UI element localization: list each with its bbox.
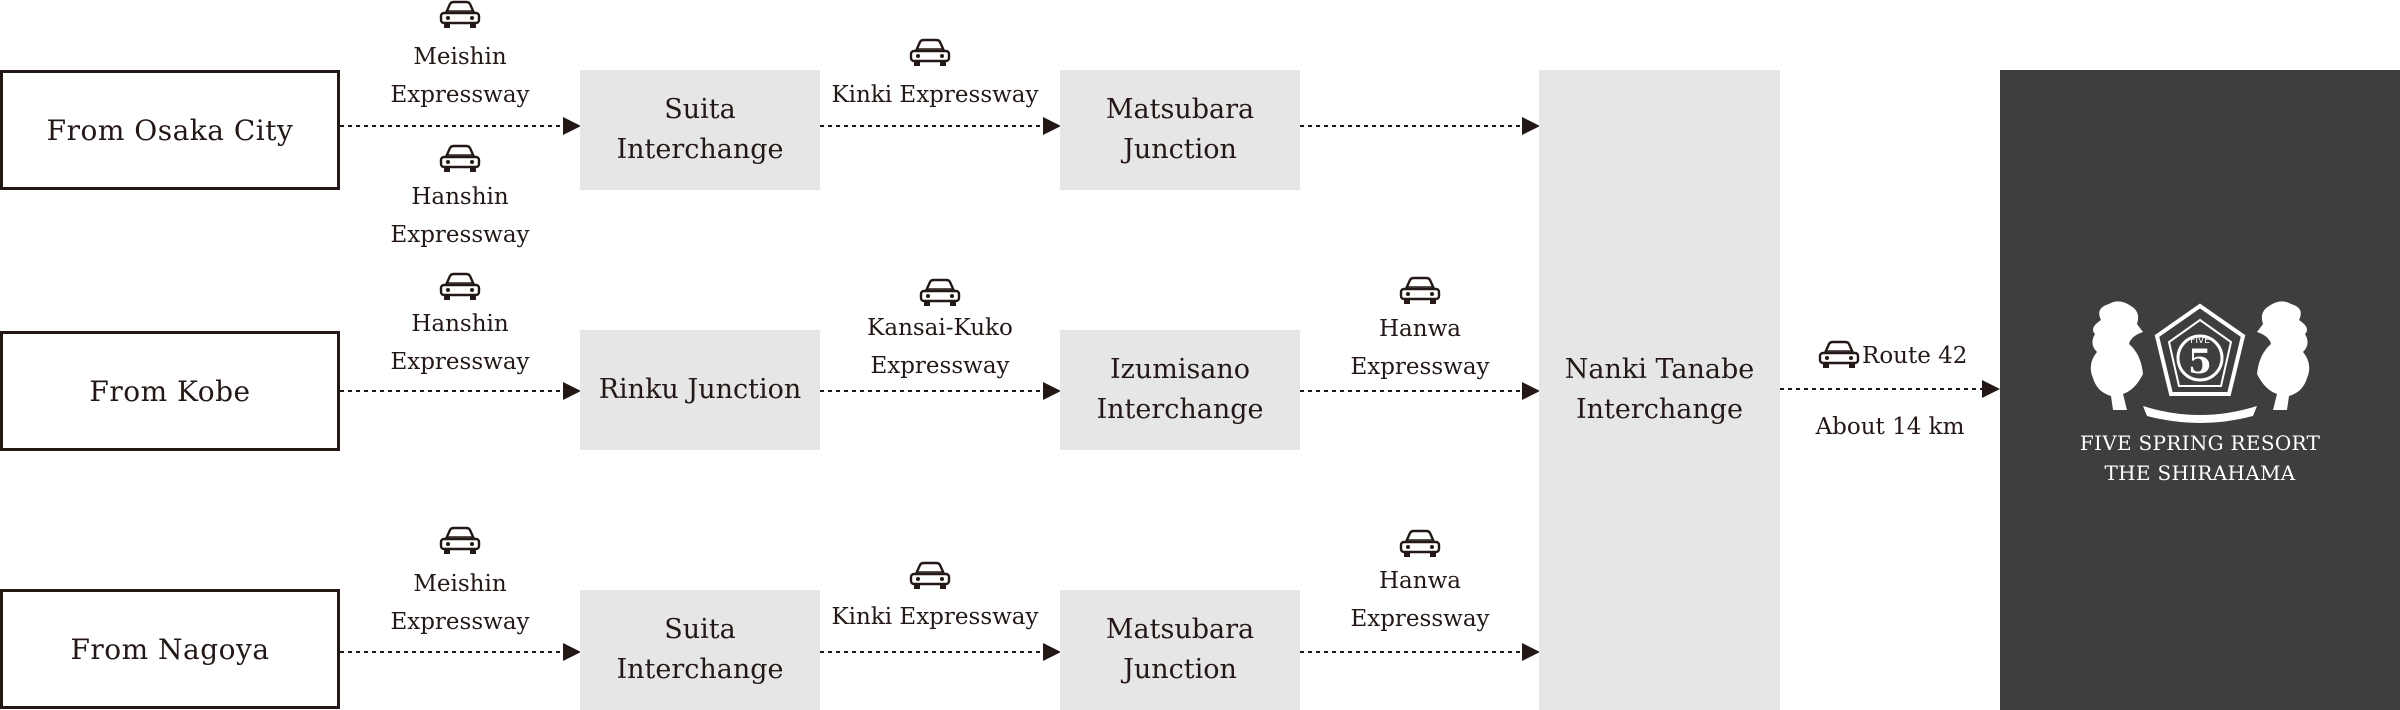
distance-label: About 14 km [1815,414,1965,440]
arrowhead [563,117,581,135]
car-icon [438,526,482,556]
node-label: Matsubara [1105,614,1255,645]
hotel-logo-emblem: FIVE 5 [2090,301,2310,423]
car-icon [438,272,482,302]
car-icon [1817,340,1861,370]
route-distance: About 14 km [1800,408,1980,446]
car-icon [908,38,952,68]
node-rinku-junction: Rinku Junction [580,330,820,450]
route-label: Expressway [1350,354,1490,380]
node-label: Interchange [1575,394,1744,425]
arrowhead [1982,380,2000,398]
logo-small-text: FIVE [2190,336,2210,346]
route-label: Meishin [413,44,507,70]
node-label: Rinku Junction [598,374,802,405]
arrowhead [1043,117,1061,135]
car-icon [438,144,482,174]
car-icon [438,0,482,30]
hotel-name: FIVE SPRING RESORT THE SHIRAHAMA [2000,428,2400,488]
logo-number: 5 [2188,342,2212,382]
route-label: Hanshin [411,184,509,210]
route-label: Hanwa [1379,568,1461,594]
hotel-name-line1: FIVE SPRING RESORT [2079,431,2321,455]
node-label: Suita [664,94,736,125]
route-label: Hanshin [411,311,509,337]
route-label: Expressway [390,82,530,108]
node-label: Interchange [616,654,784,685]
route-label: Kinki Expressway [831,82,1039,108]
route-label: Route 42 [1862,343,1968,369]
node-label: Interchange [616,134,784,165]
origin-osaka: From Osaka City [0,70,340,190]
route-kinki-expressway: Kinki Expressway [810,76,1060,114]
route-kinki-expressway-2: Kinki Expressway [810,598,1060,636]
origin-nagoya: From Nagoya [0,589,340,709]
node-label: Junction [1123,134,1237,165]
car-icon [1398,529,1442,559]
car-icon [908,561,952,591]
route-label: Meishin [413,571,507,597]
route-label: Kansai-Kuko [867,315,1013,341]
route-label: Expressway [390,349,530,375]
hotel-panel: FIVE 5 FIVE SPRING RESORT THE SHIRAHAMA [2000,70,2400,710]
car-icon [918,278,962,308]
origin-label: From Nagoya [70,632,270,666]
car-icon [1398,276,1442,306]
route-label: Expressway [390,609,530,635]
arrowhead [563,643,581,661]
arrowhead [563,382,581,400]
route-label: Kinki Expressway [831,604,1039,630]
arrowhead [1522,643,1540,661]
route-label: Expressway [1350,606,1490,632]
node-label: Suita [664,614,736,645]
node-label: Junction [1123,654,1237,685]
node-label: Matsubara [1105,94,1255,125]
node-label: Izumisano [1109,354,1251,385]
origin-label: From Kobe [89,374,251,408]
origin-kobe: From Kobe [0,331,340,451]
route-label: Expressway [390,222,530,248]
node-label: Nanki Tanabe [1564,354,1755,385]
route-label: Hanwa [1379,316,1461,342]
origin-label: From Osaka City [46,113,294,147]
route-label: Expressway [870,353,1010,379]
arrowhead [1522,117,1540,135]
arrowhead [1043,643,1061,661]
node-label: Interchange [1096,394,1264,425]
hotel-name-line2: THE SHIRAHAMA [2104,461,2296,485]
route-42: Route 42 [1862,337,1972,375]
